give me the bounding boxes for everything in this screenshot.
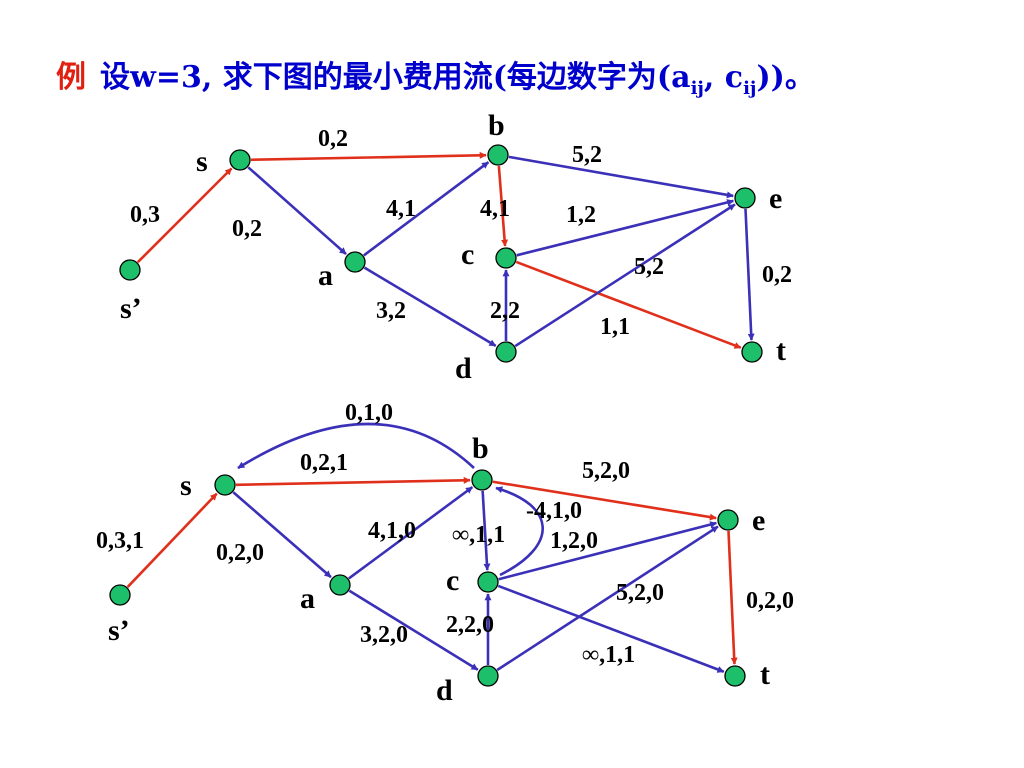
residual-network-edge-label-a-b: 4,1,0 (368, 518, 416, 544)
residual-network-node-label-b: b (472, 432, 489, 465)
residual-network-edge-a-to-d-arrow (348, 589, 479, 671)
residual-network-edge-label-sp-s: 0,3,1 (96, 528, 144, 554)
original-network-node-label-d: d (455, 352, 472, 385)
residual-network-node-label-c: c (446, 564, 459, 597)
original-network-node-s (229, 149, 251, 171)
original-network-node-b (487, 144, 509, 166)
example-marker: 例 (56, 60, 86, 95)
original-network-node-s-prime (119, 259, 141, 281)
residual-network-edge-label-a-d: 3,2,0 (360, 622, 408, 648)
original-network-node-t (741, 341, 763, 363)
residual-network-edge-s-prime-to-s-arrow (126, 492, 218, 588)
original-network-edge-a-to-d-arrow (363, 266, 497, 347)
original-network-node-a (344, 251, 366, 273)
residual-network-node-label-t: t (760, 658, 770, 691)
residual-network-edge-s-to-b-arrow (235, 476, 471, 487)
residual-network-edge-label-b-s: 0,1,0 (345, 400, 393, 426)
residual-network-edge-label-e-t: 0,2,0 (746, 588, 794, 614)
residual-network-edge-label-s-b: 0,2,1 (300, 450, 348, 476)
title-text-1: 设w=3, 求下图的最小费用流(每边数字为(a (100, 60, 691, 95)
title-sub-1: ij (690, 78, 704, 99)
residual-network-node-label-e: e (752, 504, 765, 537)
residual-network-node-label-a: a (300, 582, 315, 615)
original-network-node-label-e: e (769, 182, 782, 215)
residual-network-edge-b-to-s-arrow (237, 422, 475, 470)
original-network-edge-s-to-b-arrow (250, 151, 487, 162)
original-network-node-label-c: c (461, 238, 474, 271)
original-network-node-label-t: t (776, 334, 786, 367)
residual-network-node-label-d: d (436, 674, 453, 707)
page-title: 例设w=3, 求下图的最小费用流(每边数字为(aij, cij))。 (56, 52, 815, 99)
original-network-edge-label-d-e: 5,2 (634, 254, 664, 280)
original-network-node-label-b: b (488, 109, 505, 142)
residual-network-edge-label-d-c: 2,2,0 (446, 612, 494, 638)
residual-network-node-label-s-prime: s’ (108, 614, 130, 647)
residual-network-edge-c-to-t-arrow (497, 584, 725, 673)
original-network-node-d (495, 341, 517, 363)
original-network-edge-label-b-e: 5,2 (572, 142, 602, 168)
original-network-edge-b-to-c-arrow (497, 165, 509, 247)
residual-network-node-label-s: s (180, 469, 192, 502)
residual-network-node-s (214, 474, 236, 496)
residual-network-edge-label-d-e: 5,2,0 (616, 580, 664, 606)
original-network-node-label-s-prime: s’ (120, 292, 142, 325)
original-network-edge-label-b-c: 4,1 (480, 196, 510, 222)
residual-network-edge-label-c-t: ∞,1,1 (582, 642, 635, 668)
original-network-edge-label-e-t: 0,2 (762, 262, 792, 288)
original-network-edge-label-s-a: 0,2 (232, 216, 262, 242)
residual-network-edge-c-to-e-arrow (498, 521, 718, 581)
residual-network-edge-e-to-t-arrow (727, 530, 738, 665)
original-network-edge-c-to-e-arrow (516, 199, 735, 257)
residual-network-edge-label-c-b: -4,1,0 (526, 498, 582, 524)
residual-network-edge-label-c-e: 1,2,0 (550, 528, 598, 554)
residual-network-edge-b-to-c-arrow (481, 490, 491, 571)
original-network-node-c (495, 247, 517, 269)
title-text-2: , c (703, 60, 744, 95)
original-network-node-label-s: s (196, 145, 208, 178)
title-sub-2: ij (743, 78, 757, 99)
original-network-edge-c-to-t-arrow (515, 260, 742, 349)
original-network-edge-b-to-e-arrow (508, 155, 734, 199)
residual-network-node-b (471, 469, 493, 491)
residual-network-node-e (717, 509, 739, 531)
original-network-edge-d-to-e-arrow (514, 203, 736, 348)
original-network-edge-label-c-t: 1,1 (600, 314, 630, 340)
original-network-edge-a-to-b-arrow (363, 161, 490, 257)
residual-network-edge-c-to-b-arrow (495, 486, 544, 577)
residual-network-edge-a-to-b-arrow (348, 486, 474, 580)
residual-network-edge-label-b-e: 5,2,0 (582, 458, 630, 484)
original-network-node-e (734, 187, 756, 209)
residual-network-node-d (477, 665, 499, 687)
original-network-edge-label-c-e: 1,2 (566, 202, 596, 228)
original-network-edge-label-sp-s: 0,3 (130, 202, 160, 228)
residual-network-edge-label-s-a: 0,2,0 (216, 540, 264, 566)
original-network-edge-label-d-c: 2,2 (490, 298, 520, 324)
original-network-edge-label-s-b: 0,2 (318, 126, 348, 152)
original-network-node-label-a: a (318, 259, 333, 292)
original-network-edge-s-prime-to-s-arrow (136, 167, 233, 264)
original-network-edge-e-to-t-arrow (744, 208, 755, 341)
original-network-edge-label-a-b: 4,1 (386, 196, 416, 222)
residual-network-node-s-prime (109, 584, 131, 606)
residual-network-edge-d-to-e-arrow (496, 525, 719, 672)
title-text-3: ))。 (756, 60, 815, 95)
residual-network-edge-label-b-c: ∞,1,1 (452, 522, 505, 548)
residual-network-node-c (477, 571, 499, 593)
residual-network-edge-s-to-a-arrow (232, 491, 332, 579)
residual-network-node-t (724, 665, 746, 687)
residual-network-edge-b-to-e-arrow (492, 480, 717, 521)
original-network-edge-label-a-d: 3,2 (376, 298, 406, 324)
original-network-edge-s-to-a-arrow (247, 166, 347, 256)
residual-network-node-a (329, 574, 351, 596)
